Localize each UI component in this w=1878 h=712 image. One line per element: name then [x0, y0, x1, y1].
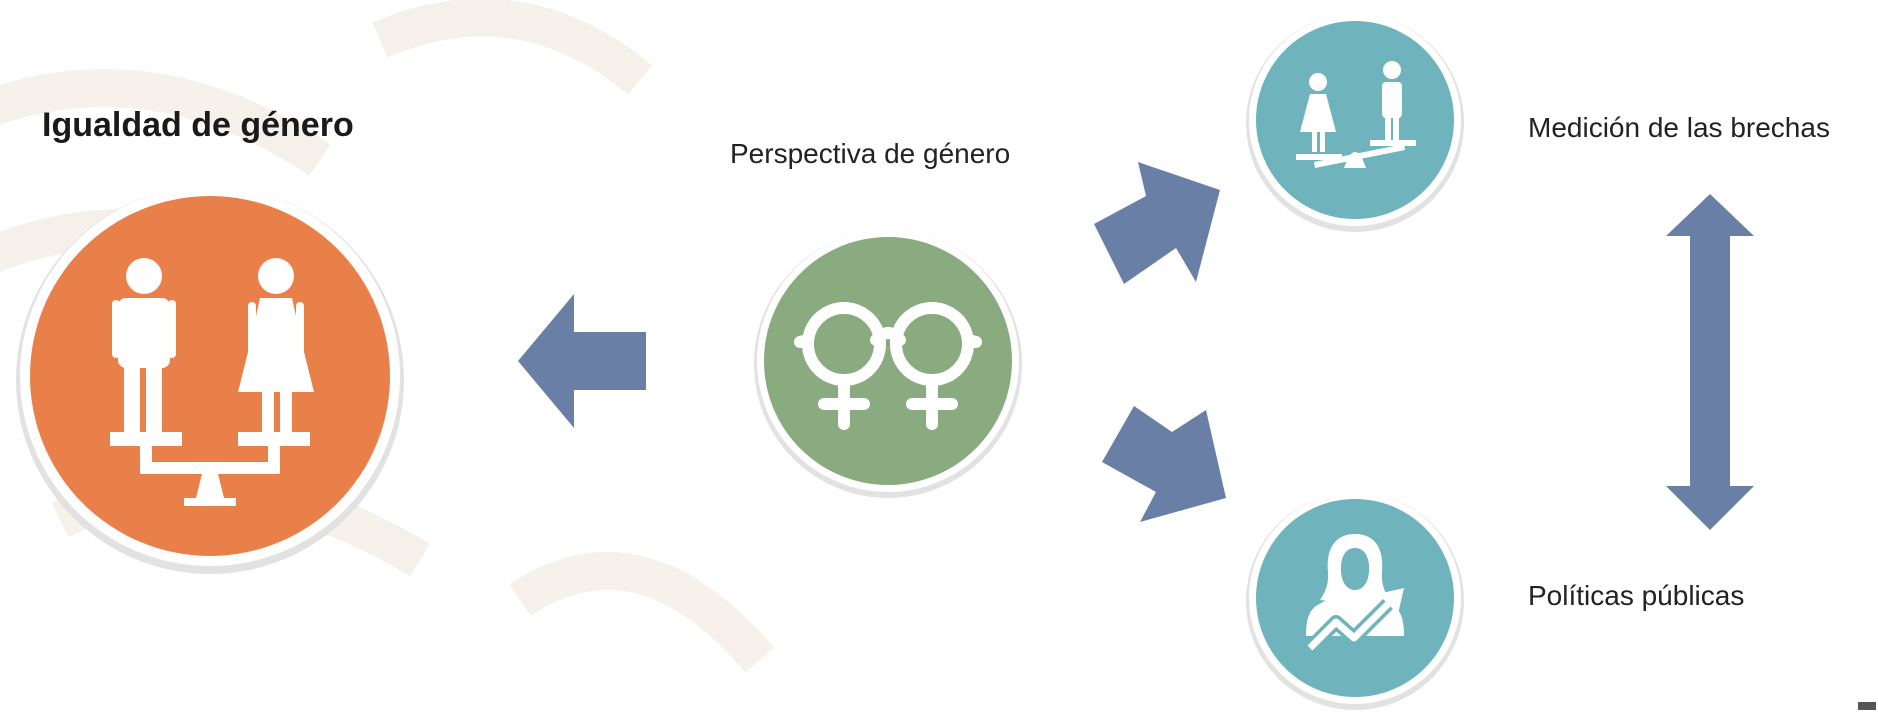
arrow-to-measure — [1094, 162, 1220, 284]
measure-label: Medición de las brechas — [1528, 112, 1830, 143]
arrow-to-policies — [1102, 406, 1226, 522]
policies-label: Políticas públicas — [1528, 580, 1745, 611]
equality-node — [10, 180, 410, 580]
arrow-bidirectional — [1666, 194, 1754, 530]
gender-scale-icon — [1296, 61, 1416, 168]
perspective-label: Perspectiva de género — [730, 138, 1011, 169]
diagram-title: Igualdad de género — [42, 106, 354, 144]
arrow-to-equality — [518, 294, 646, 428]
female-glasses-icon — [794, 302, 982, 430]
perspective-node — [752, 228, 1024, 500]
balance-people-icon — [110, 258, 314, 506]
measure-node — [1244, 12, 1466, 234]
corner-logo — [1858, 702, 1876, 710]
woman-growth-icon — [1305, 534, 1404, 653]
policies-node — [1244, 490, 1466, 712]
